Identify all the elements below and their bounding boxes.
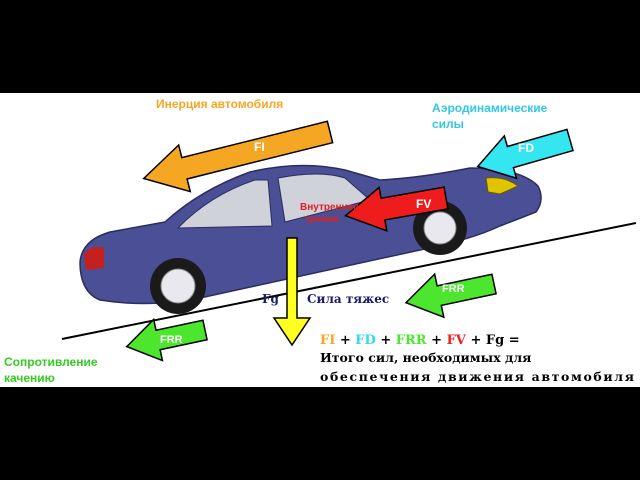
formula-fv: FV (447, 333, 467, 348)
label-aero-1: Аэродинамические (432, 101, 548, 115)
arrow-fv (344, 186, 449, 232)
arrow-fv-label: FV (416, 197, 431, 211)
arrow-frr-right-label: FRR (442, 283, 465, 295)
plus-sign: + (380, 333, 391, 348)
arrow-fi (142, 120, 334, 193)
rear-wheel (150, 258, 206, 314)
arrow-frr-left (125, 317, 208, 362)
label-fg: Fg (262, 292, 280, 306)
label-internal-2: трение (305, 214, 340, 225)
arrow-fd-label: FD (518, 141, 534, 155)
formula-fg: Fg (486, 333, 504, 348)
plus-sign: + (431, 333, 442, 348)
formula-fi: FI (320, 333, 335, 348)
formula-frr: FRR (396, 333, 427, 348)
formula-line-1: FI + FD + FRR + FV + Fg = (320, 333, 520, 348)
label-rolling-1: Сопротивление (4, 355, 98, 369)
arrow-fg (272, 237, 312, 347)
arrow-frr-right (404, 272, 497, 319)
front-wheel (413, 201, 467, 255)
label-internal-1: Внутреннее (300, 202, 359, 213)
label-inertia: Инерция автомобиля (156, 97, 283, 111)
plus-sign: + (470, 333, 481, 348)
label-gravity: Сила тяжес (307, 292, 389, 306)
formula-line-2: Итого сил, необходимых для (320, 350, 531, 365)
formula-equals: = (509, 333, 520, 348)
formula-line-3: обеспечения движения автомобиля (320, 369, 634, 384)
label-rolling-2: качению (4, 371, 55, 385)
arrow-frr-left-label: FRR (160, 334, 183, 346)
label-aero-2: силы (432, 117, 464, 131)
plus-sign: + (340, 333, 351, 348)
formula-fd: FD (355, 333, 376, 348)
road-incline-line (61, 222, 637, 340)
arrow-fd (476, 128, 574, 180)
arrow-fi-label: FI (254, 140, 265, 154)
